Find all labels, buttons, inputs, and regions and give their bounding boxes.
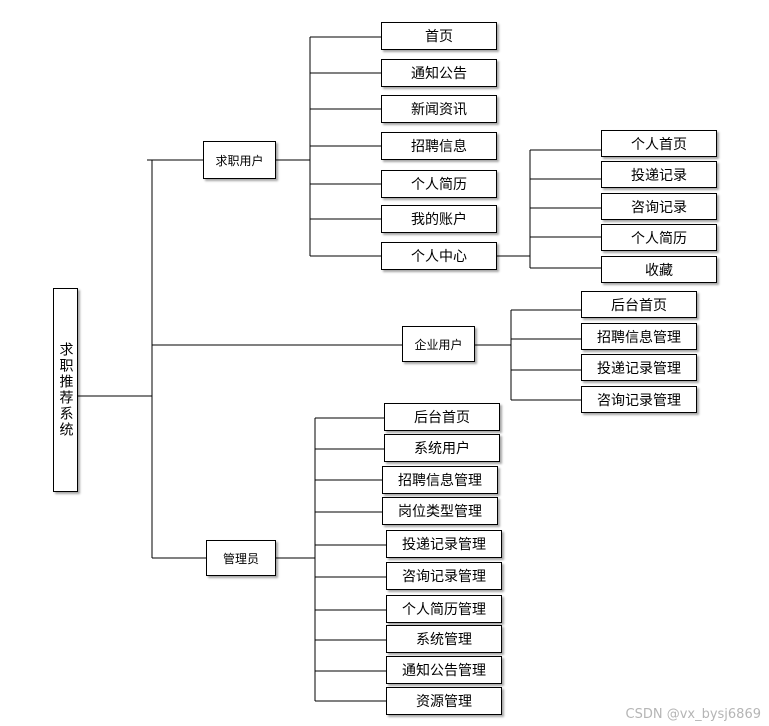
node-enterprise-user: 企业用户 <box>402 326 475 362</box>
node-notices: 通知公告 <box>381 59 497 87</box>
node-home: 首页 <box>381 22 497 50</box>
root-label: 求职推荐系统 <box>57 342 74 438</box>
node-admin-resource-mgmt: 资源管理 <box>386 687 502 715</box>
node-admin-backend-home: 后台首页 <box>384 403 500 431</box>
node-ent-job-mgmt: 招聘信息管理 <box>581 323 697 350</box>
node-personal-center: 个人中心 <box>381 242 497 270</box>
node-delivery-records: 投递记录 <box>601 161 717 188</box>
node-favorites: 收藏 <box>601 256 717 283</box>
node-admin-resume-mgmt: 个人简历管理 <box>386 595 502 623</box>
node-admin-job-mgmt: 招聘信息管理 <box>382 466 498 494</box>
node-consult-records: 咨询记录 <box>601 193 717 220</box>
node-admin: 管理员 <box>206 540 276 576</box>
node-resume: 个人简历 <box>381 170 497 198</box>
node-job-seeker: 求职用户 <box>203 141 276 179</box>
node-admin-position-type-mgmt: 岗位类型管理 <box>382 497 498 525</box>
node-admin-system-mgmt: 系统管理 <box>386 625 502 653</box>
node-personal-home: 个人首页 <box>601 130 717 157</box>
node-ent-consult-mgmt: 咨询记录管理 <box>581 386 697 413</box>
node-admin-consult-mgmt: 咨询记录管理 <box>386 562 502 590</box>
node-personal-resume: 个人简历 <box>601 224 717 251</box>
node-my-account: 我的账户 <box>381 205 497 233</box>
node-news: 新闻资讯 <box>381 95 497 123</box>
node-ent-backend-home: 后台首页 <box>581 291 697 318</box>
watermark-text: CSDN @vx_bysj6869 <box>625 707 762 722</box>
node-admin-delivery-mgmt: 投递记录管理 <box>386 530 502 558</box>
root-node: 求职推荐系统 <box>53 288 78 492</box>
node-admin-notice-mgmt: 通知公告管理 <box>386 656 502 684</box>
node-admin-system-users: 系统用户 <box>384 434 500 462</box>
node-ent-delivery-mgmt: 投递记录管理 <box>581 354 697 381</box>
node-job-info: 招聘信息 <box>381 132 497 160</box>
